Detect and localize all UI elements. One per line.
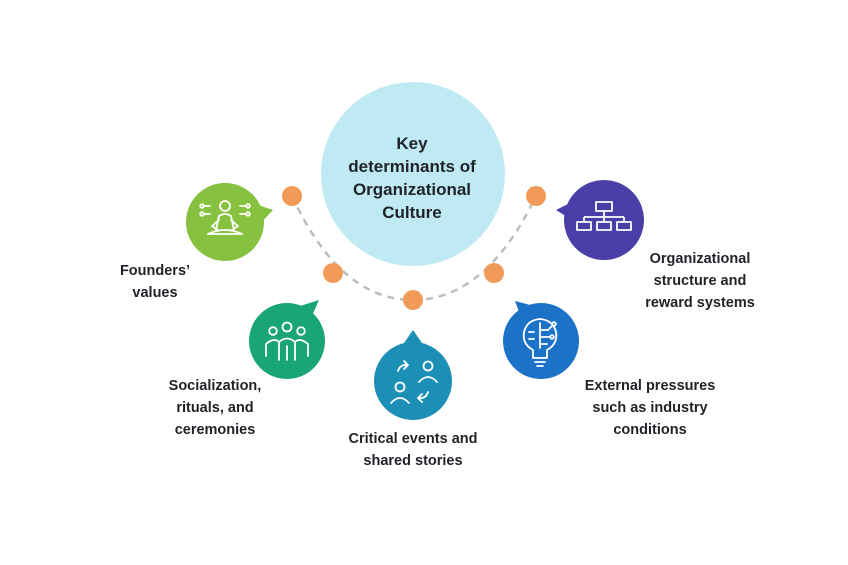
label-external-line-1: External pressures (584, 378, 716, 394)
label-external: External pressures such as industry cond… (555, 375, 745, 441)
org-chart-icon (576, 201, 632, 231)
label-founders: Founders’ values (100, 260, 210, 304)
label-socialization-line-1: Socialization, (168, 378, 262, 394)
connector-dot-external (484, 263, 504, 283)
label-critical-line-2: shared stories (363, 453, 463, 469)
center-title-line-2: determinants of (348, 157, 476, 176)
bubble-organizational (556, 180, 644, 260)
center-title: Key determinants of Organizational Cultu… (322, 132, 502, 224)
center-title-line-3: Organizational (352, 180, 472, 199)
label-founders-line-2: values (132, 285, 178, 301)
dashed-connector-arc (290, 195, 538, 302)
bubble-founders (186, 183, 273, 261)
label-socialization: Socialization, rituals, and ceremonies (140, 375, 290, 441)
connector-dot-founders (282, 186, 302, 206)
label-organizational-line-3: reward systems (645, 295, 755, 311)
center-title-line-4: Culture (382, 203, 442, 222)
label-critical-line-1: Critical events and (348, 431, 478, 447)
label-organizational-line-1: Organizational (649, 251, 751, 267)
bubble-external (503, 301, 579, 379)
connector-dot-critical (403, 290, 423, 310)
group-of-people-icon (265, 321, 309, 361)
label-organizational-line-2: structure and (653, 273, 747, 289)
lightbulb-circuit-icon (522, 318, 558, 367)
label-socialization-line-2: rituals, and (176, 400, 254, 416)
connector-dot-socialization (323, 263, 343, 283)
label-external-line-2: such as industry (592, 400, 708, 416)
label-socialization-line-3: ceremonies (174, 422, 256, 438)
meditating-person-icon (199, 200, 251, 235)
center-title-line-1: Key (396, 134, 428, 153)
bubble-critical (374, 330, 452, 420)
label-founders-line-1: Founders’ (119, 263, 191, 279)
people-exchange-icon (390, 360, 438, 404)
label-critical: Critical events and shared stories (325, 428, 501, 472)
label-external-line-3: conditions (613, 422, 687, 438)
connector-dot-organizational (526, 186, 546, 206)
center-circle (321, 82, 505, 266)
bubble-socialization (249, 300, 325, 379)
connector-dots (282, 186, 546, 310)
label-organizational: Organizational structure and reward syst… (620, 248, 780, 314)
